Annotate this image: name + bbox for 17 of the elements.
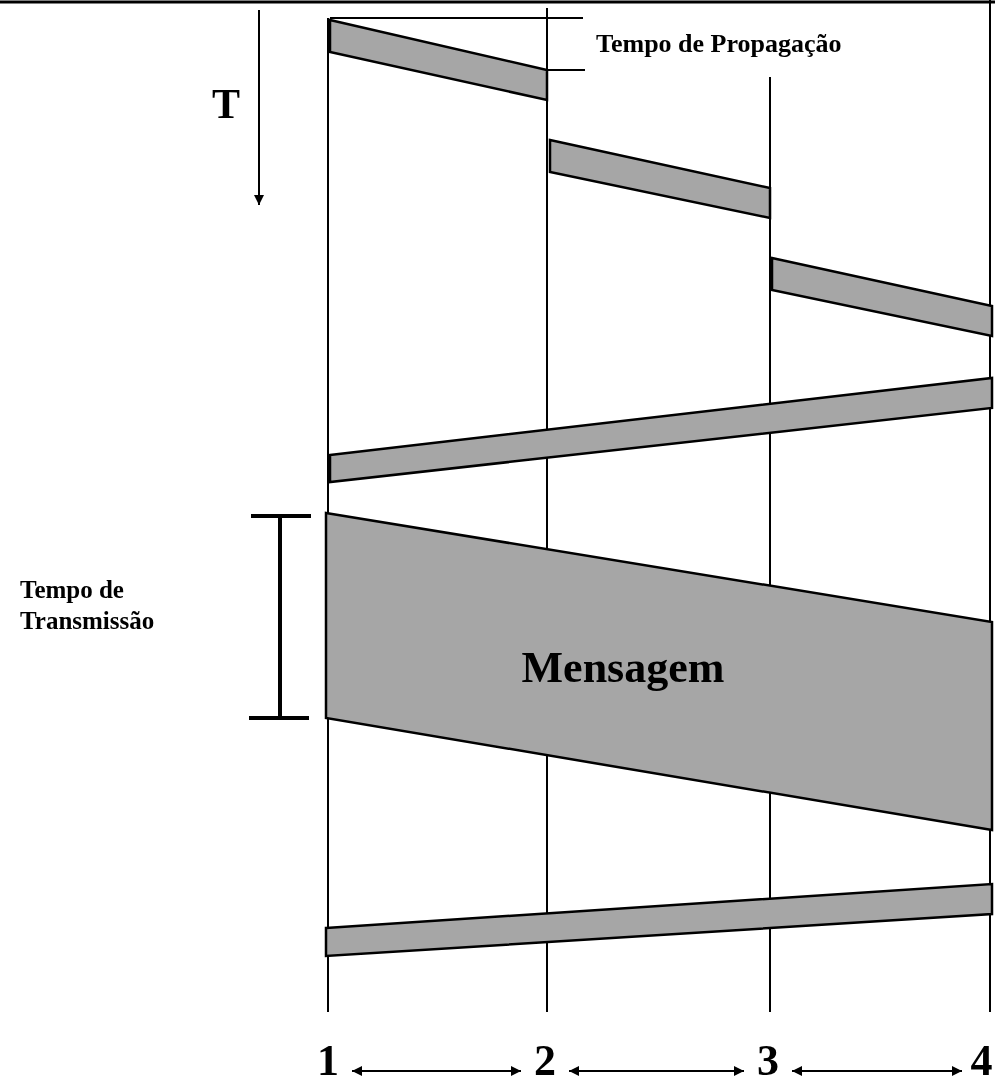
packet-band [326,884,992,956]
packet-band [330,20,547,100]
double-arrow [791,1066,963,1076]
double-arrow [351,1066,522,1076]
station-number: 3 [757,1034,779,1086]
station-number: 2 [534,1034,556,1086]
packet-band [772,258,992,336]
annotation: Tempo de Transmissão [20,575,156,637]
packet-band [550,140,770,218]
packet-band [330,378,992,482]
band-label: Mensagem [521,642,725,693]
axis-label: T [212,80,241,129]
annotation: Tempo de Propagação [596,28,843,60]
station-number: 1 [317,1034,339,1086]
station-number: 4 [970,1034,993,1086]
message-band [326,513,992,830]
double-arrow [568,1066,745,1076]
